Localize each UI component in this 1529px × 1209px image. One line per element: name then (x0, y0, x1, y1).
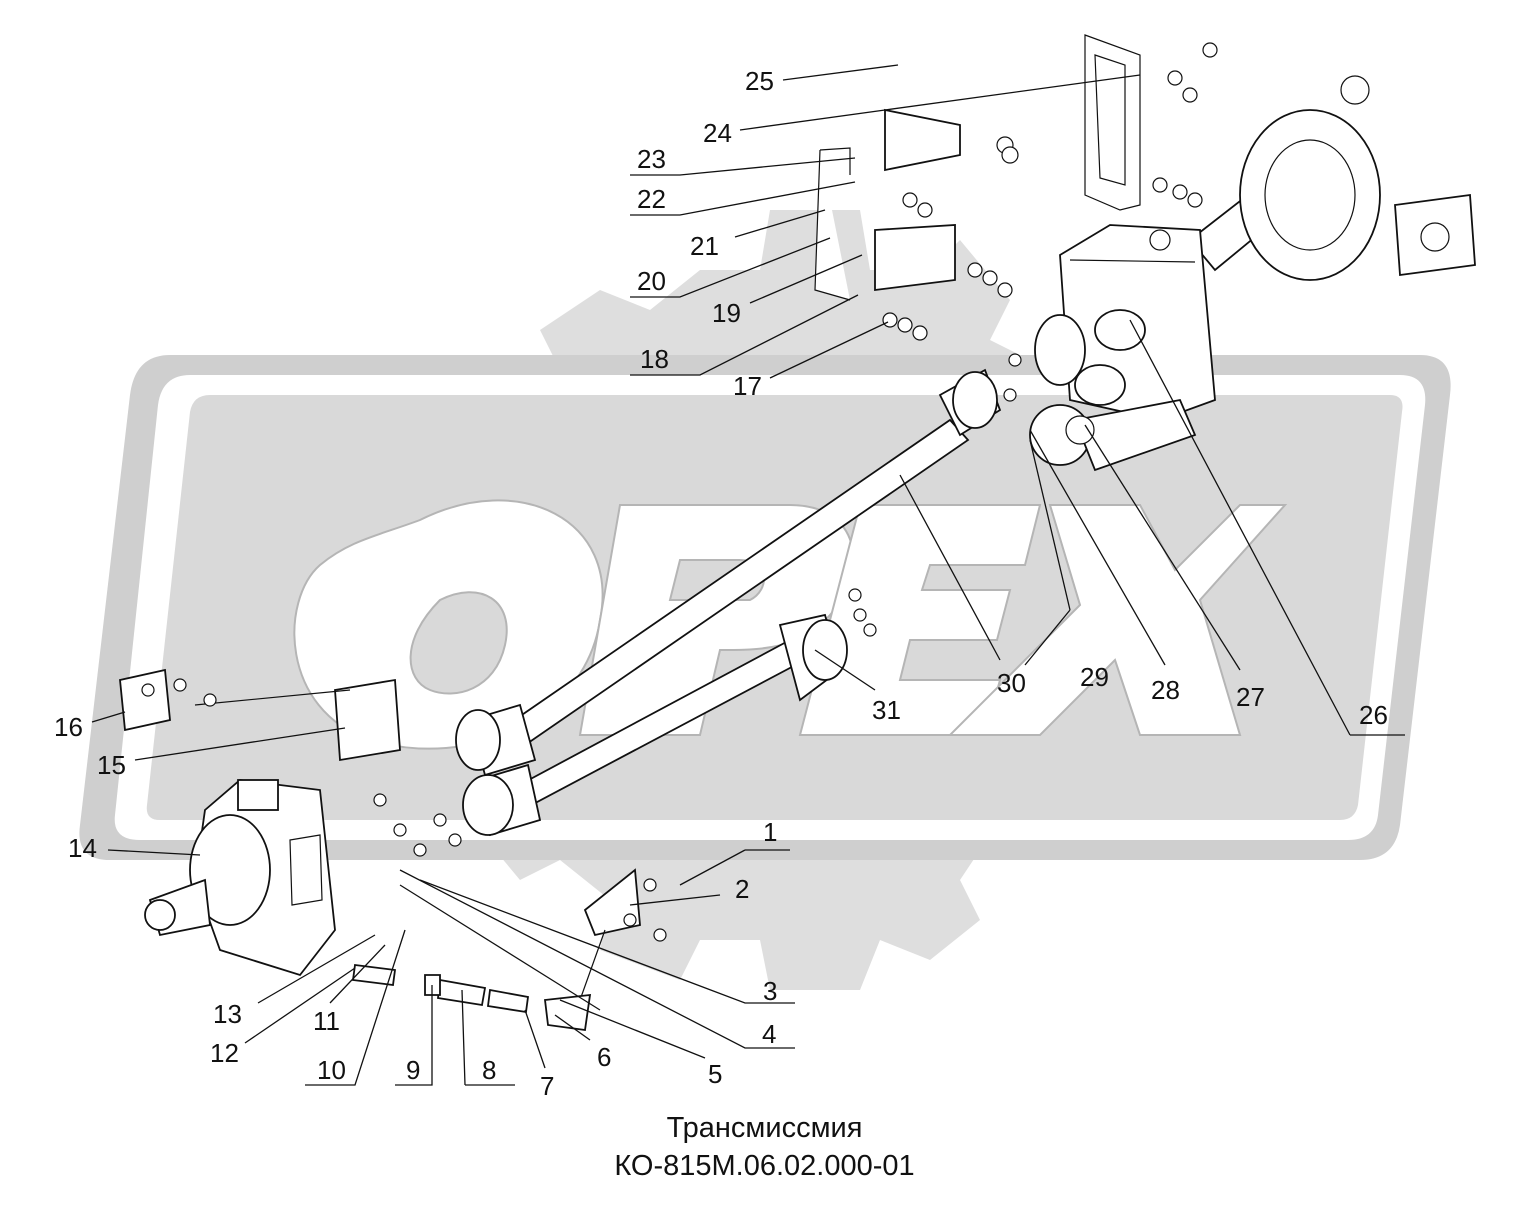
callout-27: 27 (1236, 682, 1265, 712)
leader-lines (91, 64, 1405, 1086)
callout-15: 15 (97, 750, 126, 780)
leader-29 (1024, 439, 1071, 666)
callout-26: 26 (1359, 700, 1388, 730)
leader-6 (554, 1014, 591, 1041)
callout-28: 28 (1151, 675, 1180, 705)
bracket-assembly (814, 34, 1141, 301)
leader-8 (461, 989, 515, 1086)
diagram-title: Трансмиссмия (666, 1112, 863, 1144)
callout-10: 10 (317, 1055, 346, 1085)
leader-16 (91, 711, 126, 723)
callout-2: 2 (735, 874, 749, 904)
callout-18: 18 (640, 344, 669, 374)
cardan-shaft-long (455, 368, 1002, 777)
bracket-16-and-plate-15 (119, 668, 401, 762)
leader-20 (630, 237, 831, 298)
leader-13 (257, 934, 376, 1004)
leader-3 (419, 879, 795, 1004)
callout-11: 11 (313, 1006, 340, 1036)
leader-5 (559, 999, 706, 1059)
transfer-box (1029, 224, 1216, 472)
callout-1: 1 (763, 817, 777, 847)
leader-30 (899, 474, 1001, 661)
watermark-letter-x (947, 504, 1288, 736)
leader-2 (629, 894, 721, 906)
parts-layer (119, 34, 1476, 1032)
callout-8: 8 (482, 1055, 496, 1085)
leader-31 (814, 649, 876, 691)
callout-13: 13 (213, 999, 242, 1029)
cardan-shaft-short (462, 613, 848, 837)
callout-6: 6 (597, 1042, 611, 1072)
leader-26 (1129, 319, 1405, 736)
leader-23 (630, 157, 856, 176)
leader-14 (107, 849, 201, 856)
watermark-logo (79, 210, 1451, 990)
leader-11 (329, 944, 386, 1004)
leader-9 (395, 985, 433, 1086)
pedal-linkage (351, 868, 641, 1032)
leader-7 (524, 1009, 546, 1069)
callout-5: 5 (708, 1059, 722, 1089)
callout-9: 9 (406, 1055, 420, 1085)
callout-25: 25 (745, 66, 774, 96)
callout-3: 3 (763, 976, 777, 1006)
callout-22: 22 (637, 184, 666, 214)
leader-12 (244, 967, 356, 1044)
callout-23: 23 (637, 144, 666, 174)
leader-18 (630, 294, 859, 376)
diagram-code: КО-815М.06.02.000-01 (614, 1150, 915, 1182)
leader-10 (305, 929, 406, 1086)
callout-14: 14 (68, 833, 97, 863)
leader-25 (782, 64, 899, 81)
leader-24 (739, 74, 1141, 131)
leader-15 (134, 727, 346, 761)
callout-29: 29 (1080, 662, 1109, 692)
gearbox (144, 779, 336, 977)
leader-19 (749, 254, 863, 304)
callout-21: 21 (690, 231, 719, 261)
callout-16: 16 (54, 712, 83, 742)
callout-24: 24 (703, 118, 732, 148)
leader-1 (679, 849, 790, 886)
callout-30: 30 (997, 668, 1026, 698)
leader-27 (1084, 424, 1241, 671)
callout-7: 7 (540, 1071, 554, 1101)
callout-12: 12 (210, 1038, 239, 1068)
callout-labels: 1 2 3 4 5 6 7 8 9 10 11 12 13 14 15 16 1… (54, 66, 1388, 1101)
leader-28 (1029, 429, 1166, 666)
callout-19: 19 (712, 298, 741, 328)
leader-4 (399, 869, 795, 1049)
callout-4: 4 (762, 1019, 776, 1049)
axle-assembly (1188, 75, 1476, 281)
leader-21 (734, 209, 826, 238)
callout-20: 20 (637, 266, 666, 296)
callout-31: 31 (872, 695, 901, 725)
fasteners (173, 42, 1218, 942)
leader-22 (630, 181, 856, 216)
leader-17 (769, 321, 889, 379)
callout-17: 17 (733, 371, 762, 401)
